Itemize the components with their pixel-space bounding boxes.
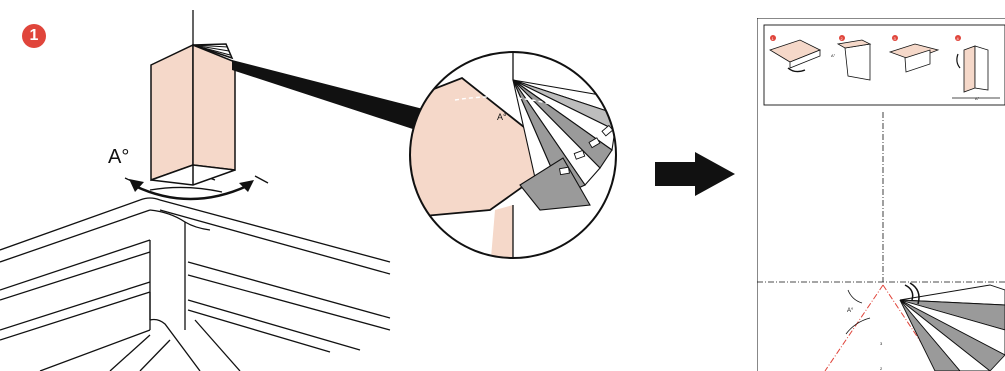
thumb-angle-label-1: A°	[831, 53, 836, 58]
thumbnail-number-dots	[770, 35, 961, 41]
magnifier-angle-label: A°	[497, 112, 507, 122]
magnifier-circle	[409, 51, 617, 259]
thumb-number-4: 4	[957, 36, 960, 41]
rotation-arrow	[134, 184, 248, 201]
instruction-thumbnails	[769, 39, 1000, 99]
template-mark-3: 3	[880, 341, 883, 346]
corner-box	[150, 43, 236, 186]
thumb-number-1: 1	[772, 36, 775, 41]
right-arrow-icon	[655, 152, 735, 196]
zoom-beam	[232, 60, 427, 132]
skirting-board-corner	[0, 10, 391, 371]
template-mark-2: 2	[880, 366, 883, 371]
thumb-number-3: 3	[894, 36, 897, 41]
template-angle-label: A°	[847, 308, 854, 314]
rotation-arrowhead-left	[129, 179, 144, 192]
thumb-angle-label-2: A°	[975, 96, 980, 101]
thumb-number-2: 2	[841, 36, 844, 41]
corner-angle-label: A°	[108, 146, 130, 168]
step-number-badge: 1	[22, 24, 46, 48]
rotation-arrowhead-right	[239, 180, 254, 192]
